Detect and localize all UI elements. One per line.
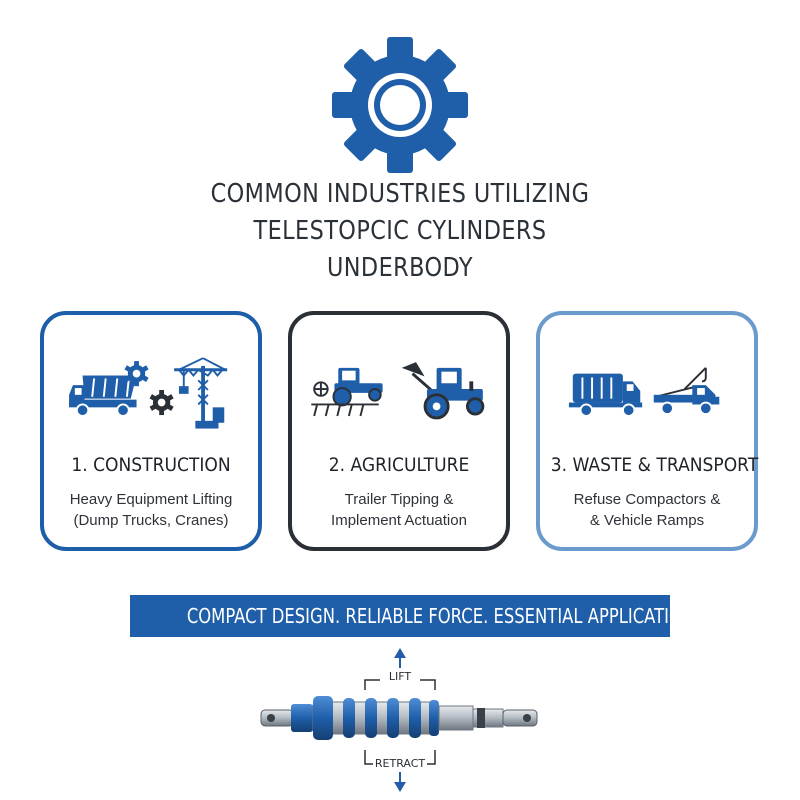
tractor-loader-icon [401,362,485,420]
card-desc-line-1: Heavy Equipment Lifting [69,491,233,508]
card-description: Trailer Tipping & Implement Actuation [292,489,506,531]
card-waste-transport: 3. WASTE & TRANSPORT Refuse Compactors &… [536,311,758,551]
card-title: 1. CONSTRUCTION [71,454,231,476]
title-line-2: TELESTOPCIC CYLINDERS [253,216,547,246]
agriculture-icons [311,362,485,420]
crane-icon [174,357,228,429]
card-construction: 1. CONSTRUCTION Heavy Equipment Lifting … [40,311,262,551]
card-description: Refuse Compactors & & Vehicle Ramps [540,489,754,531]
title-line-1: COMMON INDUSTRIES UTILIZING [210,179,590,209]
tagline-banner: COMPACT DESIGN. RELIABLE FORCE. ESSENTIA… [130,595,705,637]
tow-truck-icon [653,367,720,416]
telescopic-cylinder-icon [260,648,538,792]
card-desc-line-1: Refuse Compactors & [573,491,721,508]
lift-arrow-icon [364,648,436,690]
card-desc-line-2: Implement Actuation [331,512,467,529]
construction-icons [69,357,228,429]
card-desc-line-1: Trailer Tipping & [344,491,454,508]
tractor-plow-icon [311,367,383,417]
card-title: 3. WASTE & TRANSPORT [550,454,759,476]
retract-label: RETRACT [374,757,426,770]
card-agriculture: 2. AGRICULTURE Trailer Tipping & Impleme… [288,311,510,551]
tagline-text: COMPACT DESIGN. RELIABLE FORCE. ESSENTIA… [186,604,705,628]
gear-icon [332,37,468,173]
retract-arrow-icon [364,750,436,792]
card-description: Heavy Equipment Lifting (Dump Trucks, Cr… [44,489,258,531]
title-line-3: UNDERBODY [326,253,474,283]
card-title: 2. AGRICULTURE [328,454,470,476]
garbage-truck-icon [568,373,643,417]
waste-transport-icons [568,367,720,417]
gear-icon [124,361,174,416]
page-title: COMMON INDUSTRIES UTILIZING TELESTOPCIC … [56,176,744,287]
card-desc-line-2: (Dump Trucks, Cranes) [73,512,229,529]
card-desc-line-2: & Vehicle Ramps [589,512,705,529]
dump-truck-icon [69,375,137,417]
lift-label: LIFT [388,670,412,683]
